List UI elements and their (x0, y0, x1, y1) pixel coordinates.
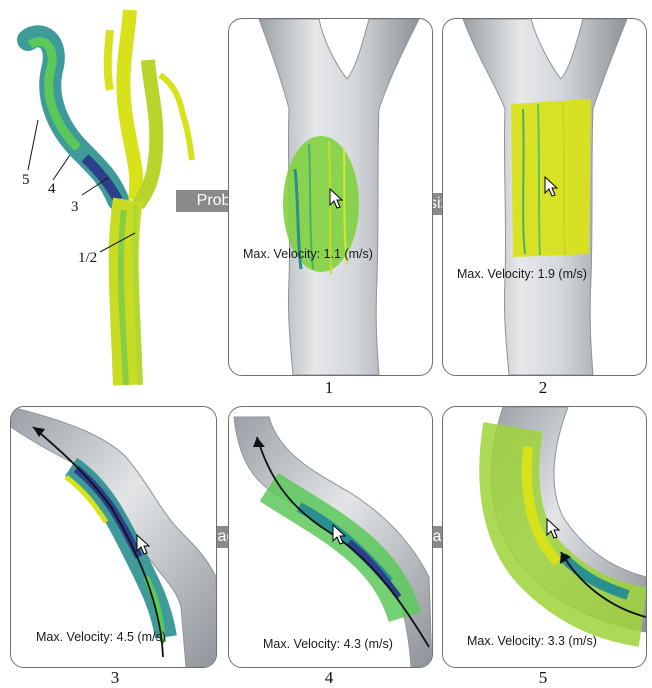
panel-4-vessel (229, 407, 432, 667)
panel-5-caption: 5 (528, 668, 558, 688)
panel-2-vessel (443, 19, 646, 375)
panel-1-velocity: Max. Velocity: 1.1 (m/s) (243, 247, 373, 261)
panel-5: Max. Velocity: 3.3 (m/s) (442, 406, 647, 668)
panel-3: Max. Velocity: 4.5 (m/s) (10, 406, 217, 668)
panel-2-velocity: Max. Velocity: 1.9 (m/s) (457, 267, 587, 281)
overview-label-1-2: 1/2 (78, 250, 97, 267)
panel-3-caption: 3 (100, 668, 130, 688)
panel-4: Max. Velocity: 4.3 (m/s) (228, 406, 433, 668)
panel-5-vessel (443, 407, 646, 667)
overview-label-5: 5 (22, 172, 30, 189)
panel-1: Max. Velocity: 1.1 (m/s) (228, 18, 433, 376)
panel-4-velocity: Max. Velocity: 4.3 (m/s) (263, 637, 393, 651)
panel-2-caption: 2 (528, 378, 558, 398)
panel-4-caption: 4 (314, 668, 344, 688)
panel-3-vessel (11, 407, 216, 667)
panel-1-vessel (229, 19, 432, 375)
panel-5-velocity: Max. Velocity: 3.3 (m/s) (467, 634, 597, 648)
panel-1-caption: 1 (314, 378, 344, 398)
panel-3-velocity: Max. Velocity: 4.5 (m/s) (36, 630, 166, 644)
panel-2: Max. Velocity: 1.9 (m/s) (442, 18, 647, 376)
overview-label-3: 3 (71, 199, 79, 216)
overview-label-4: 4 (48, 181, 56, 198)
